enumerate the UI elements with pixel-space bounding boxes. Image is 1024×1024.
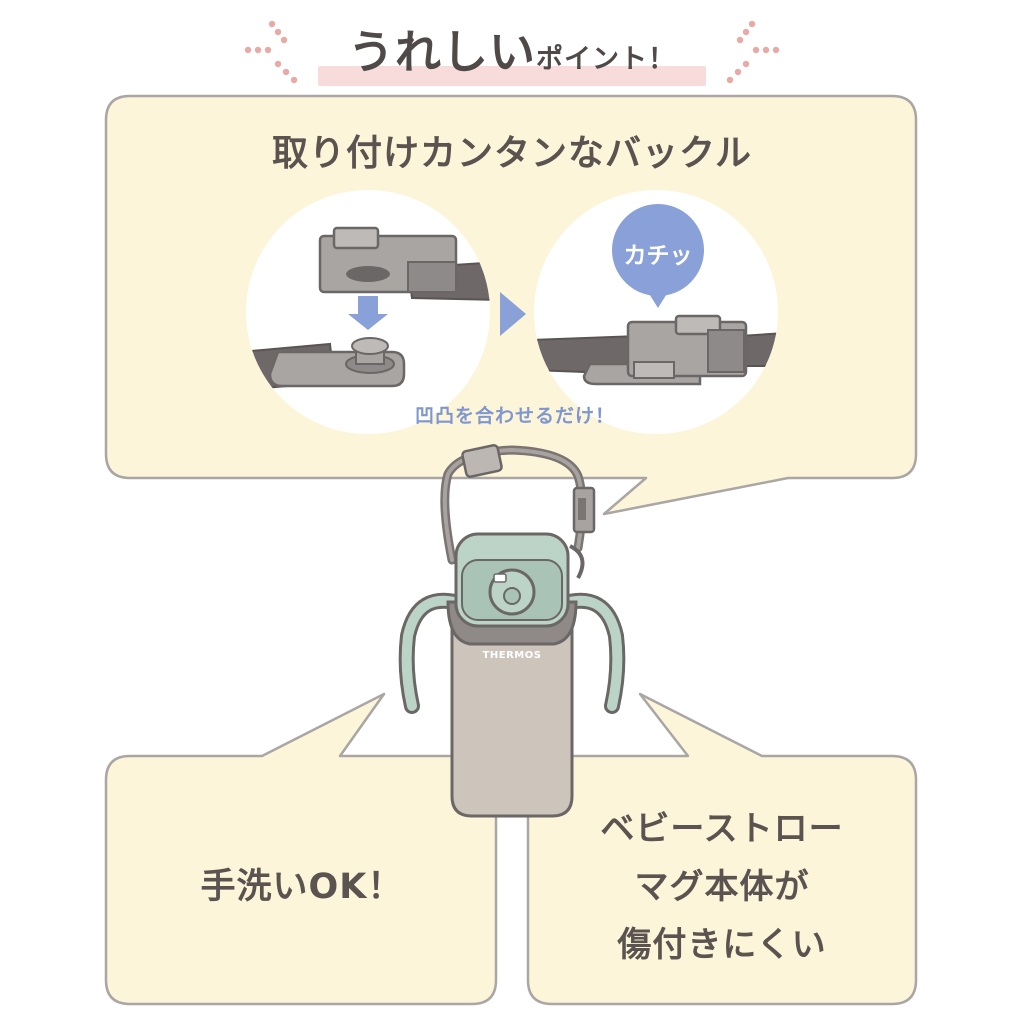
header-title: うれしいポイント！ bbox=[0, 16, 1024, 82]
brand-logo-text: THERMOS bbox=[482, 650, 542, 661]
header: うれしいポイント！ bbox=[0, 8, 1024, 88]
hand-wash-text: 手洗いOK！ bbox=[200, 867, 404, 907]
buckle-caption: 凹凸を合わせるだけ！ bbox=[414, 405, 615, 427]
buckle-closed-illustration bbox=[534, 190, 778, 434]
buckle-open-illustration bbox=[246, 190, 490, 434]
scratch-resistant-text: ベビーストロー マグ本体が 傷付きにくい bbox=[528, 800, 916, 974]
click-bubble-text: カチッ bbox=[623, 243, 693, 269]
next-step-arrow-icon bbox=[500, 292, 526, 336]
header-title-main: うれしい bbox=[348, 25, 536, 79]
bottle-illustration bbox=[398, 444, 626, 818]
scratch-line-3: 傷付きにくい bbox=[617, 925, 827, 965]
bottom-left-speech-panel bbox=[104, 692, 498, 1006]
scratch-line-2: マグ本体が bbox=[634, 867, 810, 907]
top-panel-title: 取り付けカンタンなバックル bbox=[272, 133, 752, 174]
sparkle-right-icon bbox=[726, 20, 780, 84]
click-sound-bubble bbox=[612, 204, 704, 308]
sparkle-left-icon bbox=[244, 20, 298, 84]
scratch-line-1: ベビーストロー bbox=[600, 809, 844, 849]
header-highlight-band bbox=[318, 66, 706, 86]
header-title-sub: ポイント！ bbox=[536, 44, 676, 75]
